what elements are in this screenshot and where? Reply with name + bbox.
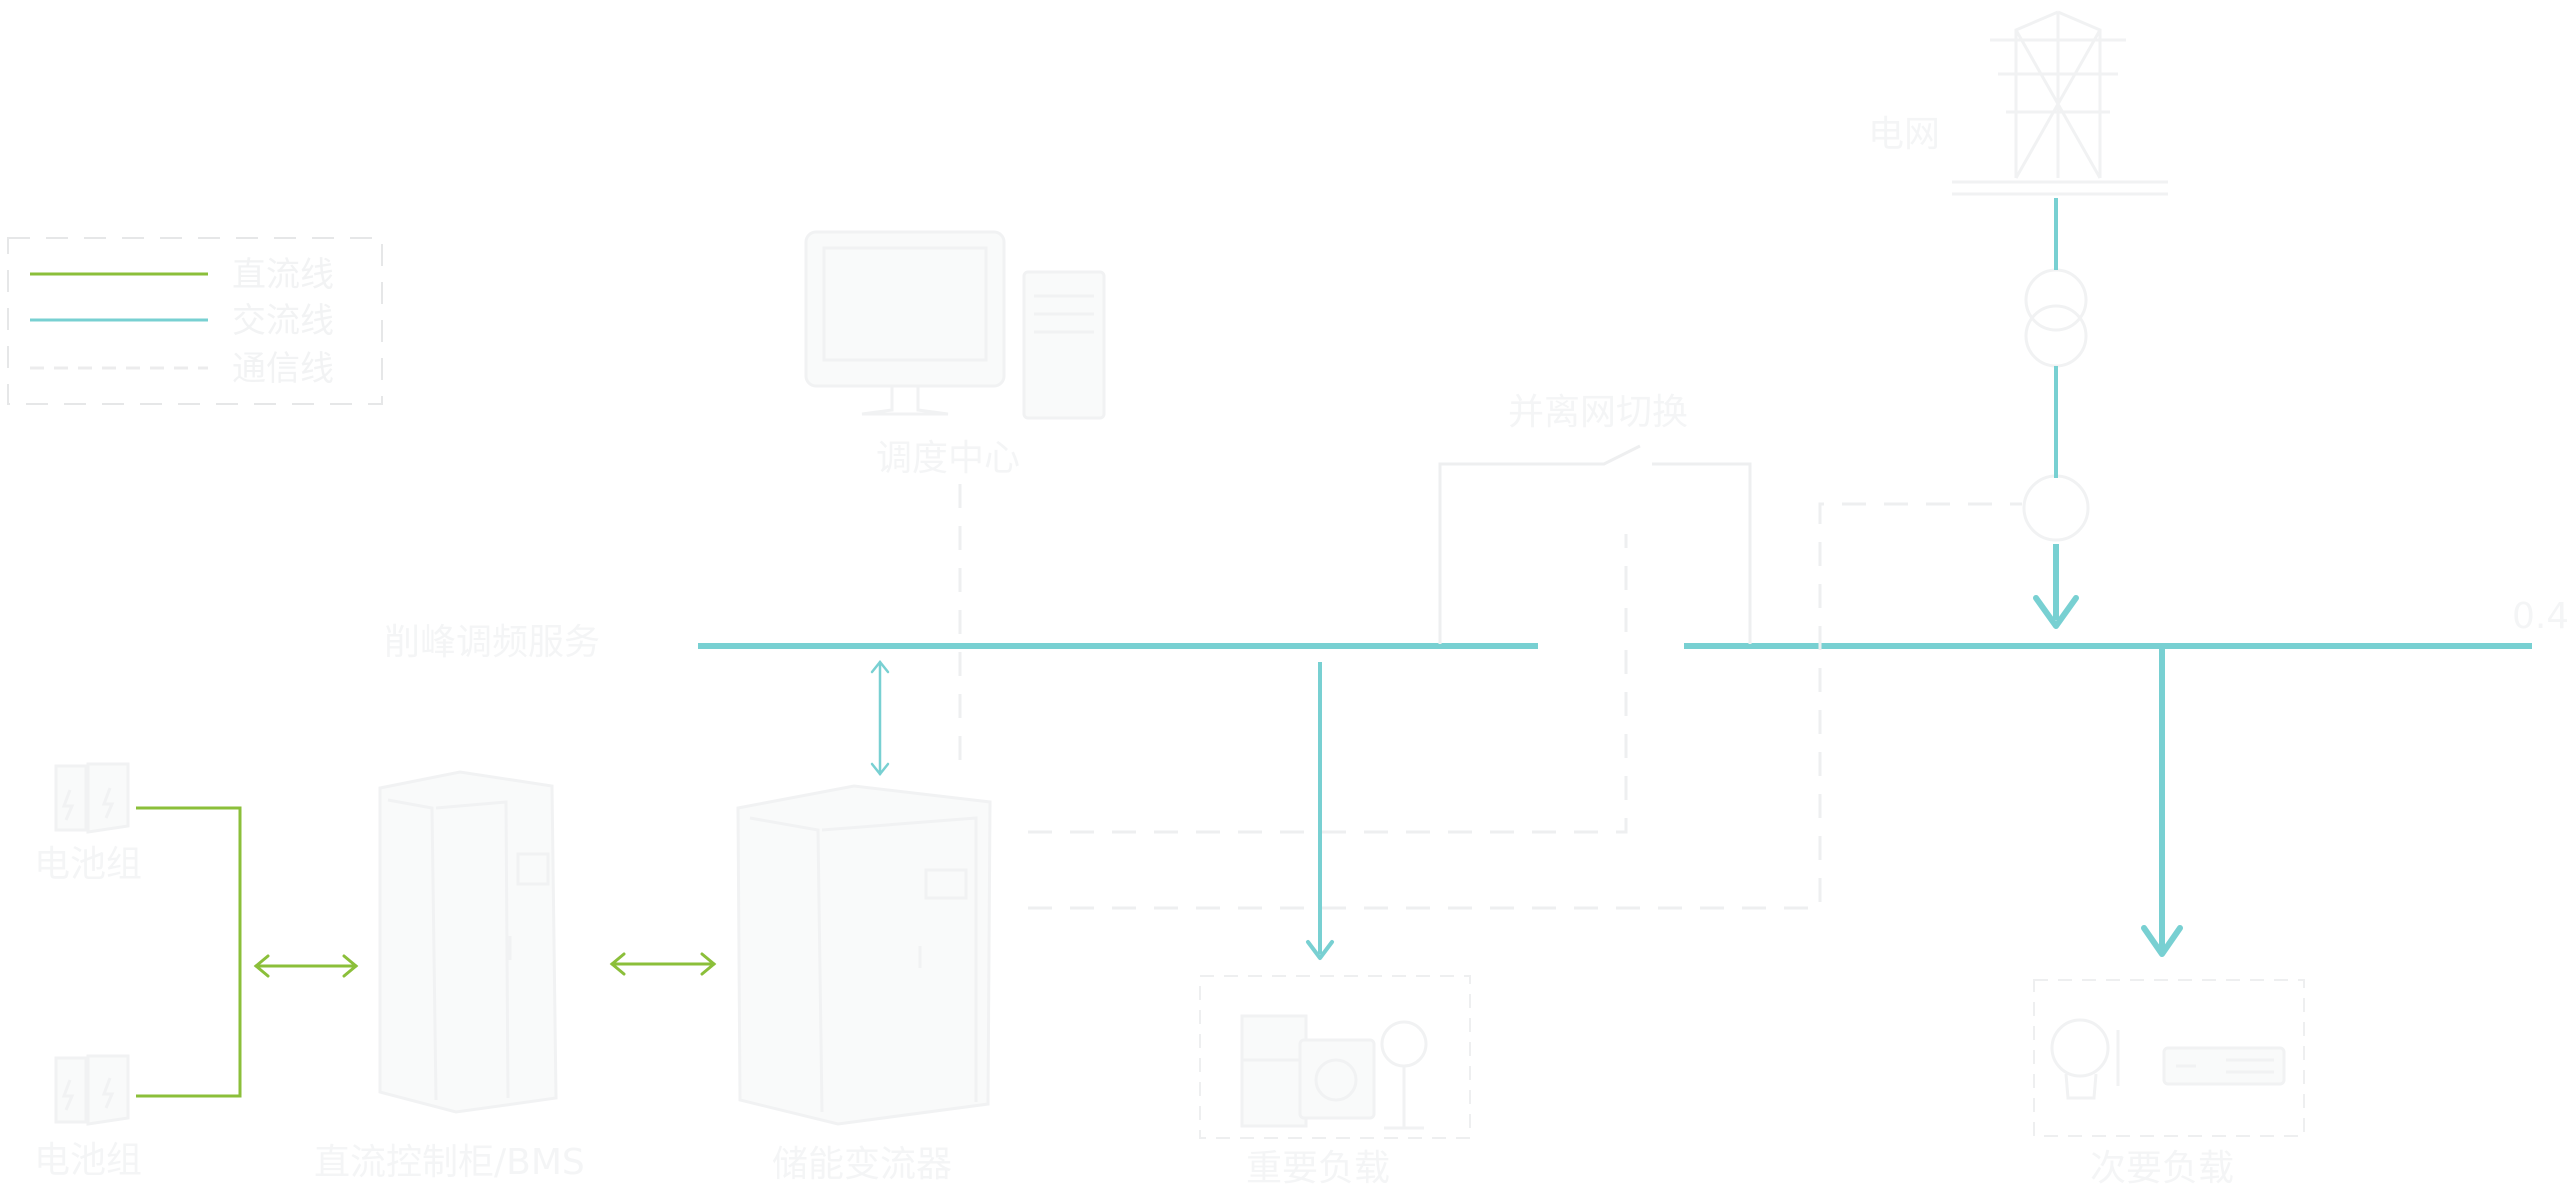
- dc-cabinet-label: 直流控制柜/BMS: [314, 1142, 585, 1183]
- grid-switch-icon: [1438, 444, 1752, 644]
- dc-arrow-battery-cabinet: [253, 954, 359, 978]
- switch-label: 并离网切换: [1508, 392, 1688, 433]
- critical-load-icon: [1199, 975, 1471, 1139]
- dc-cabinet-icon: [378, 770, 558, 1114]
- legend-frame: [7, 237, 383, 405]
- voltage-label: 0.4kV: [2512, 596, 2567, 637]
- pcs-ac-link: [870, 659, 890, 777]
- legend-comm-label: 通信线: [232, 349, 334, 389]
- dc-arrow-cabinet-pcs: [609, 952, 717, 976]
- critical-load-arrowhead: [1306, 940, 1334, 960]
- dispatch-center-label: 调度中心: [876, 438, 1020, 479]
- peak-service-label: 削峰调频服务: [384, 622, 600, 663]
- critical-load-label: 重要负载: [1246, 1148, 1390, 1189]
- comm-line-switch: [1028, 534, 1628, 834]
- battery-pack-bottom-label: 电池组: [34, 1140, 142, 1181]
- battery-pack-bottom-icon: [54, 1054, 130, 1126]
- legend: 直流线 交流线 通信线: [7, 237, 383, 405]
- pcs-label: 储能变流器: [772, 1144, 952, 1185]
- legend-ac-label: 交流线: [232, 301, 334, 341]
- computer-icon: [804, 230, 1106, 420]
- secondary-load-icon: [2033, 979, 2305, 1137]
- grid-tower-icon: [1952, 10, 2168, 196]
- grid-feed-arrowhead: [2033, 595, 2079, 629]
- dc-bus-bracket: [136, 806, 242, 1098]
- secondary-load-arrowhead: [2141, 925, 2183, 957]
- battery-pack-top-icon: [54, 762, 130, 834]
- battery-pack-top-label: 电池组: [34, 844, 142, 885]
- legend-dc-label: 直流线: [232, 255, 334, 295]
- transformer-icon: [2024, 268, 2088, 368]
- comm-line-breaker: [1028, 502, 2022, 910]
- breaker-icon: [2022, 474, 2090, 542]
- comm-lines: [958, 484, 2022, 910]
- secondary-load-label: 次要负载: [2090, 1148, 2234, 1189]
- grid-label: 电网: [1868, 114, 1940, 155]
- pcs-icon: [736, 784, 992, 1126]
